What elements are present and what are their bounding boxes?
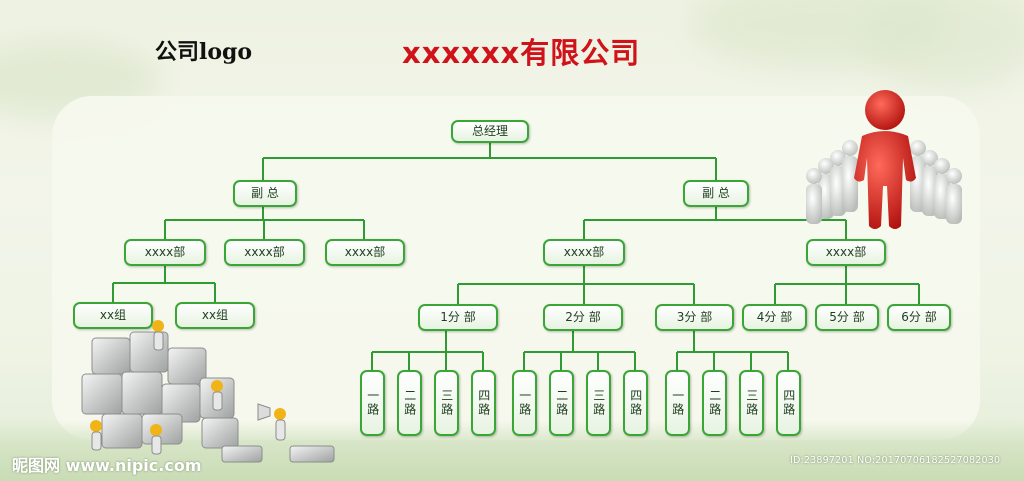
puzzle-workers-illustration <box>81 320 335 463</box>
dept-node: xxxx部 <box>224 239 305 266</box>
ceo-node: 总经理 <box>451 120 529 143</box>
dept-node: xxxx部 <box>806 239 886 266</box>
branch-node: 4分 部 <box>742 304 807 331</box>
route-node: 四路 <box>776 370 801 436</box>
route-node: 四路 <box>623 370 648 436</box>
route-node: 三路 <box>434 370 459 436</box>
dept-node: xxxx部 <box>543 239 625 266</box>
company-title: xxxxxx有限公司 <box>402 36 641 70</box>
route-node: 二路 <box>702 370 727 436</box>
route-node: 二路 <box>397 370 422 436</box>
dept-node: xxxx部 <box>124 239 206 266</box>
vp-node-left: 副 总 <box>233 180 297 207</box>
route-node: 三路 <box>739 370 764 436</box>
dept-node: xxxx部 <box>325 239 405 266</box>
group-node: xx组 <box>73 302 153 329</box>
route-node: 四路 <box>471 370 496 436</box>
branch-node: 3分 部 <box>655 304 734 331</box>
route-node: 一路 <box>665 370 690 436</box>
route-node: 二路 <box>549 370 574 436</box>
route-node: 一路 <box>360 370 385 436</box>
branch-node: 6分 部 <box>887 304 951 331</box>
branch-node: 1分 部 <box>418 304 498 331</box>
ink-wash-decoration <box>860 0 1024 90</box>
group-node: xx组 <box>175 302 255 329</box>
branch-node: 2分 部 <box>543 304 623 331</box>
leader-figure-illustration <box>806 90 962 229</box>
company-logo-text: 公司logo <box>155 39 253 65</box>
watermark-right: ID:23897201 NO:20170706182527082030 <box>790 455 1001 466</box>
branch-node: 5分 部 <box>815 304 879 331</box>
route-node: 一路 <box>512 370 537 436</box>
vp-node-right: 副 总 <box>683 180 749 207</box>
watermark-left: 昵图网 www.nipic.com <box>12 456 202 475</box>
route-node: 三路 <box>586 370 611 436</box>
